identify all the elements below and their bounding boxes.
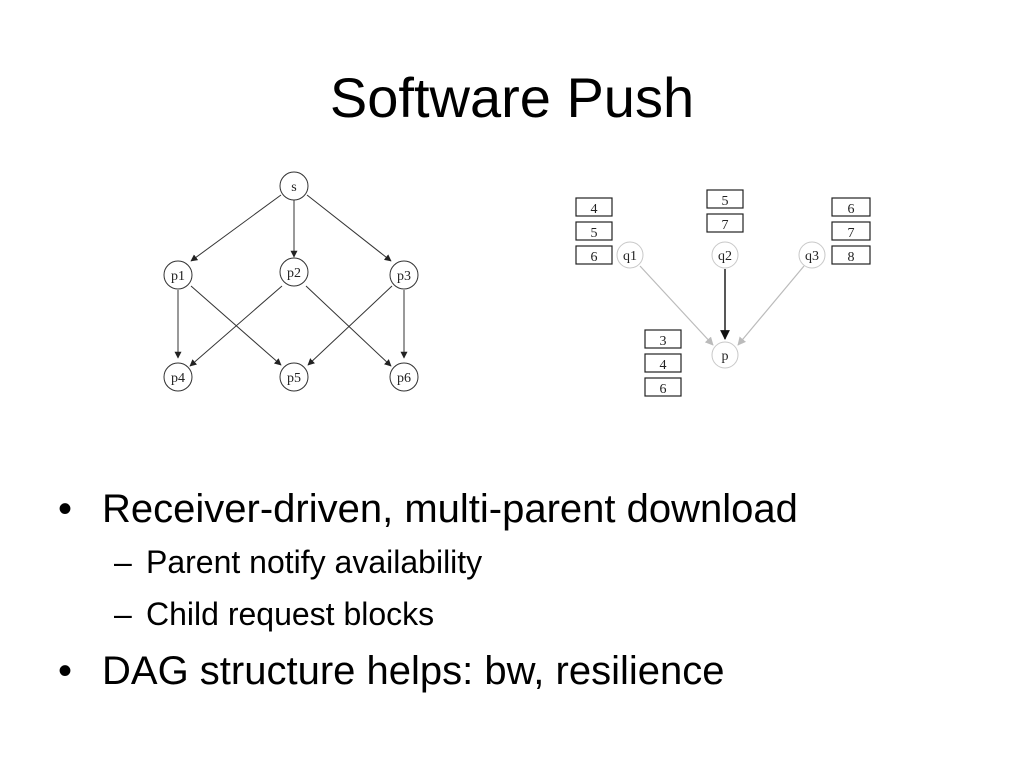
block-label: 8 (848, 250, 855, 265)
sub-bullet-mark: – (114, 596, 132, 632)
block-q1-1: 5 (575, 221, 613, 241)
block-label: 7 (722, 218, 729, 233)
node-label: s (291, 180, 296, 195)
sub-bullet-item: – Parent notify availability (56, 536, 996, 588)
edge-p3-p5 (307, 285, 393, 366)
block-q2-0: 5 (706, 189, 744, 209)
bullet-list: • Receiver-driven, multi-parent download… (56, 482, 996, 698)
block-label: 4 (591, 202, 598, 217)
edge-s-p3 (306, 194, 392, 262)
bullet-text: Receiver-driven, multi-parent download (102, 487, 798, 531)
dag-node-s: s (279, 171, 309, 201)
slide-title: Software Push (329, 66, 695, 129)
block-q2-1: 7 (706, 213, 744, 233)
bullet-item: • Receiver-driven, multi-parent download (56, 482, 996, 536)
node-label: q3 (805, 249, 819, 264)
parent-node-q1: q1 (616, 241, 644, 269)
edge-p2-p6 (305, 285, 392, 367)
edge-s-p1 (190, 194, 282, 262)
node-label: p6 (397, 371, 411, 386)
edge-p2-p4 (189, 285, 283, 367)
block-q3-0: 6 (831, 197, 871, 217)
node-label: p4 (171, 371, 185, 386)
node-label: q2 (718, 249, 732, 264)
block-label: 4 (660, 358, 667, 373)
block-q3-1: 7 (831, 221, 871, 241)
block-p-0: 3 (644, 329, 682, 349)
block-label: 6 (591, 250, 598, 265)
node-label: p1 (171, 269, 185, 284)
bullet-mark: • (58, 649, 73, 693)
sub-bullet-text: Child request blocks (146, 596, 435, 632)
bullet-item: • DAG structure helps: bw, resilience (56, 644, 996, 698)
bullet-mark: • (58, 487, 73, 531)
dag-node-p4: p4 (163, 362, 193, 392)
node-label: q1 (623, 249, 637, 264)
dag-node-p1: p1 (163, 260, 193, 290)
node-label: p3 (397, 269, 411, 284)
parent-node-q2: q2 (711, 241, 739, 269)
block-label: 6 (660, 382, 667, 397)
sub-bullet-text: Parent notify availability (146, 544, 483, 580)
block-q3-2: 8 (831, 245, 871, 265)
dag-node-p2: p2 (279, 257, 309, 287)
sub-bullet-item: – Child request blocks (56, 588, 996, 640)
node-label: p5 (287, 371, 301, 386)
block-q1-0: 4 (575, 197, 613, 217)
block-p-2: 6 (644, 377, 682, 397)
node-label: p (722, 349, 729, 364)
block-label: 3 (660, 334, 667, 349)
dag-edges (174, 194, 408, 367)
block-label: 6 (848, 202, 855, 217)
block-label: 7 (848, 226, 855, 241)
dag-node-p6: p6 (389, 362, 419, 392)
dag-node-p5: p5 (279, 362, 309, 392)
edge-q1-p (639, 265, 714, 346)
parent-node-q3: q3 (798, 241, 826, 269)
sub-bullet-mark: – (114, 544, 132, 580)
child-node-p: p (711, 341, 739, 369)
block-p-1: 4 (644, 353, 682, 373)
bullet-text: DAG structure helps: bw, resilience (102, 649, 725, 693)
dag-node-p3: p3 (389, 260, 419, 290)
edge-q3-p (737, 265, 805, 346)
pull-edges (639, 265, 805, 346)
block-q1-2: 6 (575, 245, 613, 265)
node-label: p2 (287, 266, 301, 281)
block-label: 5 (722, 194, 729, 209)
block-label: 5 (591, 226, 598, 241)
